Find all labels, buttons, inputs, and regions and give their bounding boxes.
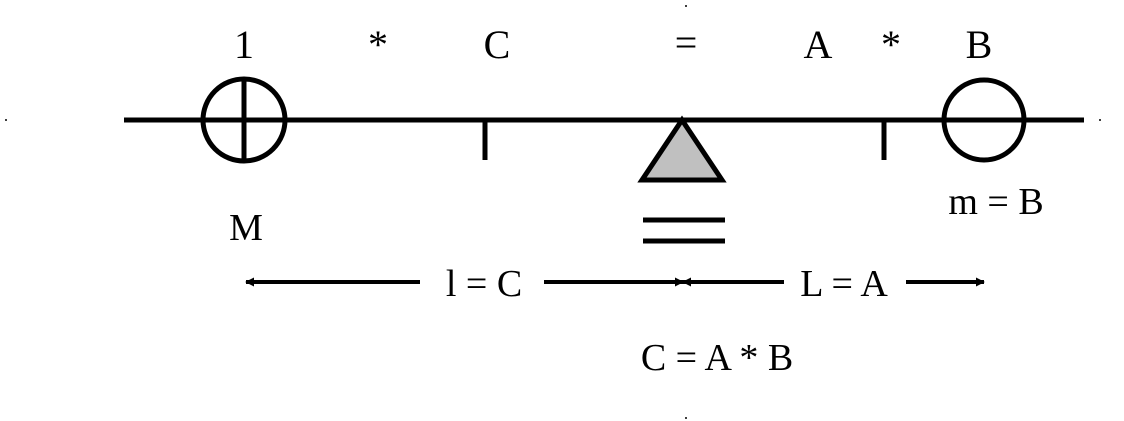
stray-dot-top	[685, 5, 687, 7]
label-result: C = A * B	[641, 337, 793, 379]
label-mass-left: M	[229, 207, 263, 249]
stray-dot-bottom	[685, 417, 687, 419]
fulcrum-base-double-line	[643, 217, 725, 244]
fulcrum-triangle-icon	[637, 115, 727, 183]
label-equals: =	[675, 20, 698, 65]
left-mass-crossed-circle-icon	[200, 76, 288, 164]
label-c: C	[484, 22, 511, 67]
stray-dot-left	[5, 119, 7, 121]
stray-dot-right	[1099, 119, 1101, 121]
label-star-right: *	[881, 22, 901, 67]
label-arm-right: L = A	[800, 263, 888, 305]
label-star-left: *	[368, 22, 388, 67]
label-one: 1	[234, 22, 254, 67]
label-arm-left: l = C	[446, 263, 522, 305]
label-mass-right: m = B	[948, 181, 1043, 223]
label-a: A	[804, 22, 833, 67]
right-mass-circle-icon	[941, 77, 1027, 163]
label-b: B	[966, 22, 993, 67]
